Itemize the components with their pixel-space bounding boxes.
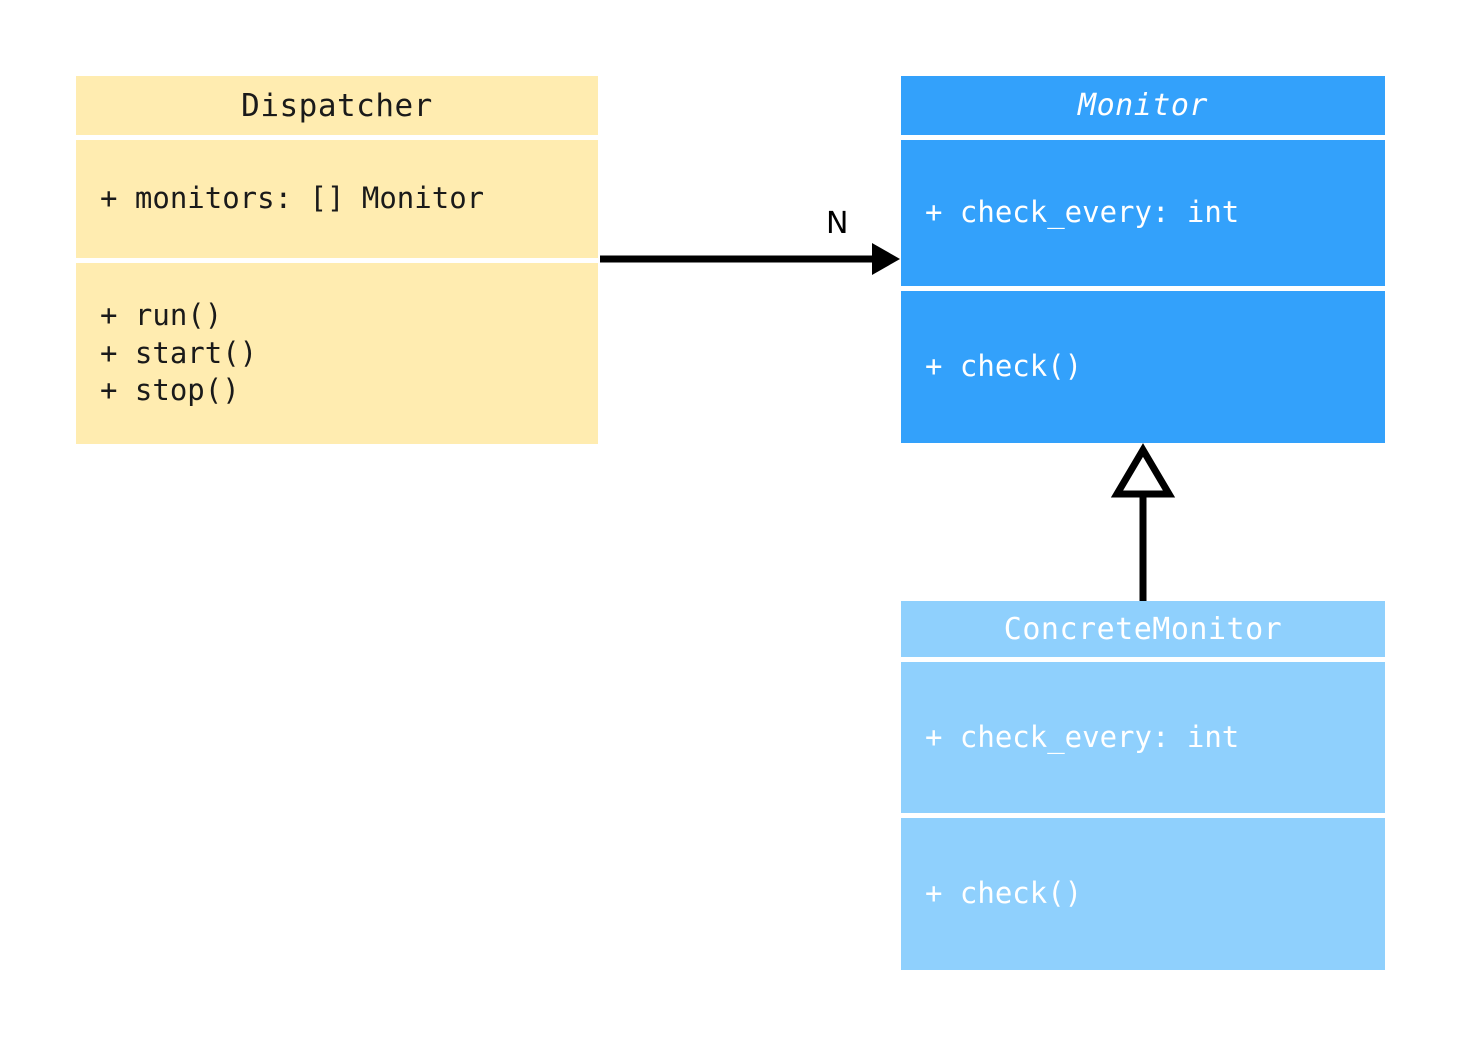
class-section-divider [901, 657, 1385, 662]
attribute-row: + check_every: int [925, 195, 1240, 230]
class-title-dispatcher: Dispatcher [76, 76, 598, 135]
class-attributes-dispatcher: + monitors: [] Monitor [76, 140, 598, 258]
attribute-row: + check_every: int [925, 719, 1240, 754]
class-section-divider [901, 813, 1385, 818]
attribute-row: + monitors: [] Monitor [100, 181, 485, 216]
method-row: + run() [100, 297, 223, 332]
class-box-dispatcher[interactable]: Dispatcher + monitors: [] Monitor + run(… [76, 76, 598, 444]
class-section-divider [76, 135, 598, 140]
class-box-monitor[interactable]: Monitor + check_every: int + check() [901, 76, 1385, 443]
class-attributes-monitor: + check_every: int [901, 140, 1385, 286]
class-attributes-concrete-monitor: + check_every: int [901, 662, 1385, 813]
method-row: + check() [925, 876, 1083, 911]
class-title-monitor: Monitor [901, 76, 1385, 135]
method-row: + check() [925, 349, 1083, 384]
association-dispatcher-to-monitor [600, 243, 900, 275]
method-row: + start() [100, 335, 258, 370]
method-row: + stop() [100, 373, 240, 408]
class-title-concrete-monitor: ConcreteMonitor [901, 601, 1385, 657]
association-multiplicity-label: N [826, 206, 849, 241]
filled-arrowhead-icon [872, 243, 900, 275]
class-methods-monitor: + check() [901, 291, 1385, 443]
generalization-concrete-monitor-to-monitor [1110, 443, 1176, 601]
class-section-divider [901, 286, 1385, 291]
class-box-concrete-monitor[interactable]: ConcreteMonitor + check_every: int + che… [901, 601, 1385, 970]
class-section-divider [901, 135, 1385, 140]
class-methods-dispatcher: + run() + start() + stop() [76, 263, 598, 444]
class-section-divider [76, 258, 598, 263]
class-methods-concrete-monitor: + check() [901, 818, 1385, 970]
hollow-triangle-arrowhead-icon [1110, 443, 1176, 498]
